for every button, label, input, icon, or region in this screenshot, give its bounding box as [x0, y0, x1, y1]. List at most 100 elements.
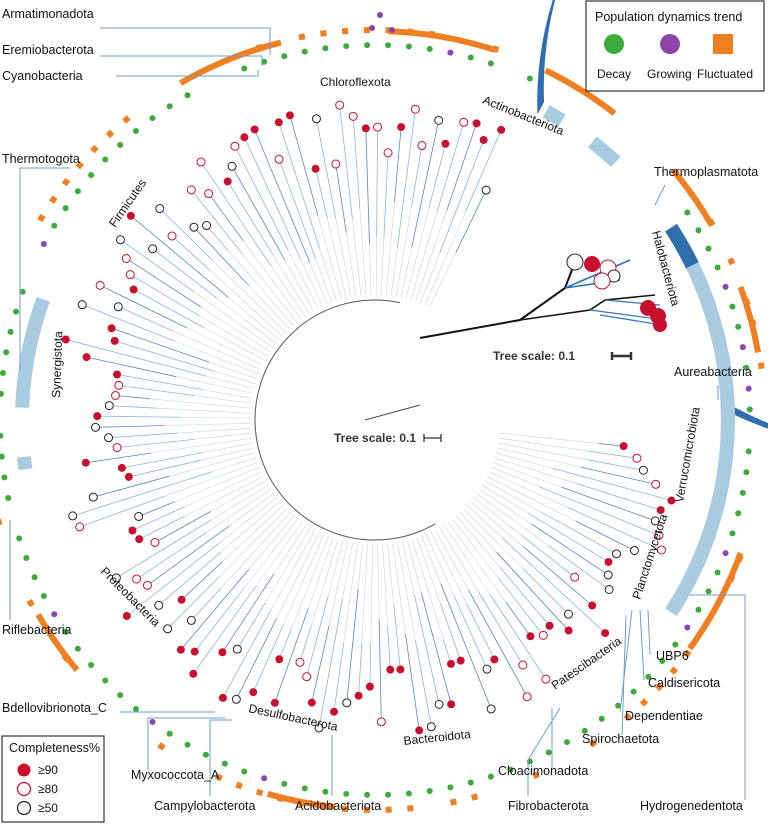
- tree-branch: [494, 457, 578, 485]
- tree-branch: [278, 122, 320, 249]
- tree-branch: [202, 389, 252, 399]
- tree-branch: [414, 639, 432, 727]
- leaf-complete-50: [227, 161, 237, 171]
- decay-dot: [615, 702, 622, 709]
- tree-branch: [173, 340, 259, 375]
- tree-branch: [469, 500, 524, 548]
- tree-branch: [521, 534, 575, 578]
- decay-dot: [281, 780, 288, 787]
- tree-branch: [150, 398, 251, 409]
- growing-dot: [261, 775, 268, 782]
- leaf-complete-50: [481, 185, 491, 195]
- fluctuated-arc: [737, 285, 762, 353]
- tree-branch: [505, 601, 531, 637]
- tree-branch: [167, 577, 219, 630]
- phylum-proteobacteria: Proteobacteria: [98, 564, 163, 629]
- callout-thermoplasmatota: Thermoplasmatota: [654, 165, 758, 179]
- decay-dot: [13, 308, 20, 315]
- leaf-complete-90: [330, 707, 339, 716]
- tree-branch: [376, 127, 378, 237]
- tree-branch: [404, 633, 420, 731]
- leaf-complete-50: [604, 584, 614, 594]
- tree-root-stem: [364, 404, 421, 421]
- tree-branch: [184, 476, 264, 517]
- tree-branch: [335, 163, 347, 233]
- ring-segment: [665, 598, 684, 617]
- leaf-complete-80: [142, 580, 152, 590]
- fluctuated-arc: [544, 67, 617, 116]
- leaf-complete-80: [417, 141, 427, 151]
- tree-branch: [211, 484, 269, 521]
- leaf-complete-80: [522, 692, 532, 702]
- tree-branch: [382, 544, 388, 627]
- archaeal-tree: [419, 253, 667, 339]
- leaf-complete-90: [446, 659, 455, 668]
- phylum-verrucomicrobiota: Verrucomicrobiota: [672, 406, 703, 504]
- leaf-complete-90: [190, 647, 199, 656]
- decay-marker: [604, 34, 624, 54]
- tree-branch: [307, 537, 334, 609]
- callout-ubp6: UBP6: [656, 649, 689, 663]
- tree-branch: [283, 533, 325, 625]
- tree-branch: [300, 259, 323, 307]
- tree-branch: [95, 425, 165, 428]
- tree-branch: [181, 561, 223, 600]
- tree-branch: [400, 247, 412, 298]
- tree-branch: [335, 218, 352, 298]
- tree-branch: [205, 489, 272, 534]
- tree-branch: [468, 589, 528, 697]
- growing-dot: [369, 25, 375, 31]
- decay-dot: [729, 530, 736, 537]
- tree-branch: [342, 542, 353, 599]
- decay-dot: [7, 328, 14, 335]
- leaf-complete-50: [88, 492, 98, 502]
- leaf-complete-80: [230, 141, 240, 151]
- callout-leaders: [9, 27, 746, 800]
- tree-branch: [501, 537, 606, 634]
- tree-branch: [310, 539, 339, 627]
- leaf-complete-50: [148, 244, 158, 254]
- leaf-complete-50: [91, 422, 101, 432]
- tree-branch: [235, 618, 277, 700]
- tree-branch: [496, 552, 569, 631]
- tree-branch: [361, 544, 368, 644]
- tree-branch: [346, 589, 359, 703]
- tree-branch: [547, 545, 610, 590]
- growing-dot: [51, 611, 58, 618]
- tree-branch: [184, 471, 262, 508]
- leaf-complete-90: [135, 535, 144, 544]
- decay-dot: [184, 741, 191, 748]
- leaf-complete-80: [112, 443, 122, 453]
- callout-leader: [639, 609, 645, 681]
- callout-leader: [527, 707, 561, 796]
- decay-dot: [343, 790, 350, 797]
- tree-branch: [430, 531, 467, 604]
- decay-dot: [0, 390, 4, 397]
- tree-branch: [407, 540, 422, 593]
- leaf-complete-80: [459, 117, 469, 127]
- tree-branch: [169, 452, 255, 477]
- callout-cloacimonadota: Cloacimonadota: [498, 764, 588, 778]
- growing-dot: [377, 12, 383, 18]
- tree-branch: [147, 525, 230, 586]
- callout-spirochaetota: Spirochaetota: [582, 732, 659, 746]
- tree-branch: [446, 123, 477, 211]
- tree-branch: [116, 519, 212, 579]
- legend-fluctuated-label: Fluctuated: [697, 67, 753, 81]
- tree-branch: [397, 542, 416, 640]
- leaf-complete-90: [604, 557, 613, 566]
- leaf-complete-50: [134, 511, 144, 521]
- tree-branch: [421, 535, 442, 585]
- fluctuated-marker: [713, 34, 733, 54]
- tree-branch: [440, 583, 492, 710]
- tree-branch: [455, 515, 500, 567]
- tree-branch: [227, 296, 280, 341]
- decay-dot: [364, 791, 371, 798]
- decay-dot: [241, 65, 248, 72]
- decay-dot: [426, 787, 433, 794]
- decay-dot: [51, 222, 58, 229]
- tree-branch: [291, 535, 329, 630]
- decay-dot: [507, 766, 514, 773]
- growing-dot: [722, 283, 729, 290]
- decay-dot: [88, 171, 95, 178]
